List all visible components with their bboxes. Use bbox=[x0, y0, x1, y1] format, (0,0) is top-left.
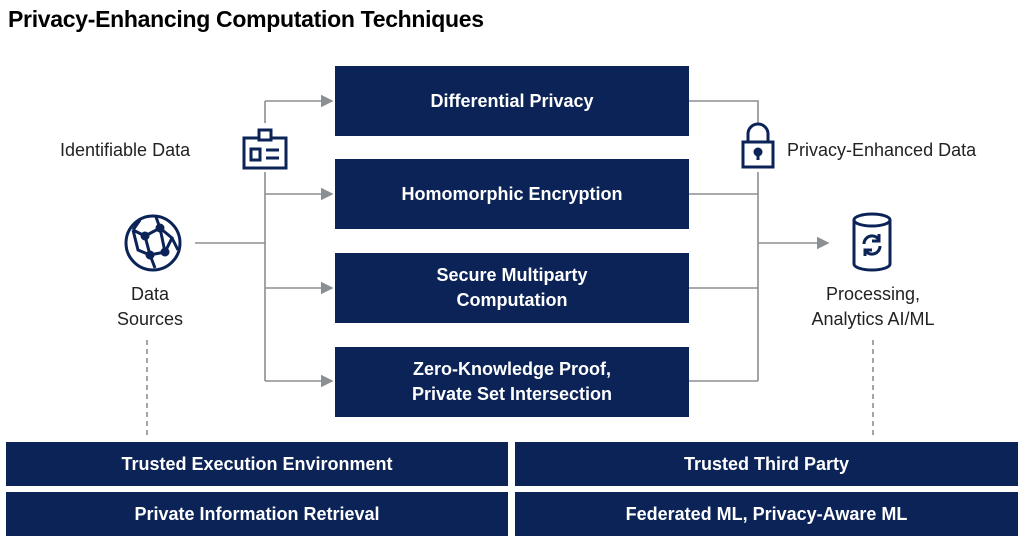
data-sources-line1: Data bbox=[130, 284, 170, 304]
id-badge-icon bbox=[242, 128, 288, 170]
page-title: Privacy-Enhancing Computation Techniques bbox=[8, 6, 484, 32]
privacy-enhanced-data-label: Privacy-Enhanced Data bbox=[787, 140, 977, 160]
network-globe-icon bbox=[124, 214, 182, 272]
foundation-trusted-third-party: Trusted Third Party bbox=[515, 442, 1018, 486]
foundation-private-information-retrieval: Private Information Retrieval bbox=[6, 492, 508, 536]
database-sync-icon bbox=[852, 212, 892, 272]
technique-homomorphic-encryption: Homomorphic Encryption bbox=[335, 159, 689, 229]
foundation-federated-ml: Federated ML, Privacy-Aware ML bbox=[515, 492, 1018, 536]
foundation-trusted-execution-environment: Trusted Execution Environment bbox=[6, 442, 508, 486]
lock-icon bbox=[741, 122, 775, 169]
technique-differential-privacy: Differential Privacy bbox=[335, 66, 689, 136]
processing-label: Processing, Analytics AI/ML bbox=[793, 282, 953, 332]
identifiable-data-label: Identifiable Data bbox=[60, 140, 191, 160]
data-sources-label: Data Sources bbox=[100, 282, 200, 332]
processing-line1: Processing, bbox=[825, 284, 921, 304]
data-sources-line2: Sources bbox=[116, 309, 184, 329]
technique-zero-knowledge-proof: Zero-Knowledge Proof,Private Set Interse… bbox=[335, 347, 689, 417]
processing-line2: Analytics AI/ML bbox=[811, 309, 935, 329]
